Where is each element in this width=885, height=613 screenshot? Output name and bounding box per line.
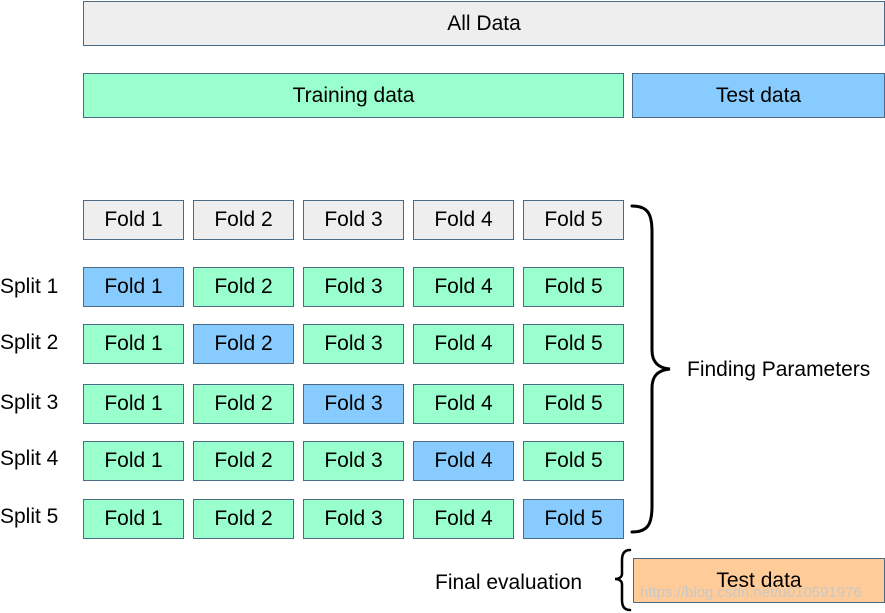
fold-cell: Fold 1 — [83, 441, 184, 481]
fold-label: Fold 5 — [544, 275, 603, 298]
fold-cell: Fold 3 — [303, 324, 404, 364]
final-evaluation-label: Final evaluation — [435, 571, 583, 594]
fold-label: Fold 4 — [434, 449, 493, 472]
fold-header-cell: Fold 3 — [303, 200, 404, 240]
fold-label: Fold 5 — [544, 392, 603, 415]
fold-label: Fold 2 — [214, 275, 273, 298]
fold-cell: Fold 4 — [413, 267, 514, 307]
fold-cell: Fold 3 — [303, 384, 404, 424]
fold-cell: Fold 2 — [193, 324, 294, 364]
fold-cell: Fold 5 — [523, 267, 624, 307]
fold-cell: Fold 4 — [413, 499, 514, 539]
test-data-bar: Test data — [632, 73, 885, 118]
fold-cell: Fold 3 — [303, 441, 404, 481]
fold-label: Fold 1 — [104, 449, 163, 472]
final-test-data-bar: Test data — [633, 558, 885, 603]
fold-label: Fold 3 — [324, 275, 383, 298]
watermark-text: https://blog.csdn.net/u010591976 — [640, 584, 862, 601]
fold-cell: Fold 5 — [523, 499, 624, 539]
fold-label: Fold 1 — [104, 507, 163, 530]
fold-cell: Fold 1 — [83, 499, 184, 539]
fold-header-cell: Fold 1 — [83, 200, 184, 240]
split-label: Split 5 — [0, 505, 59, 528]
fold-label: Fold 3 — [324, 392, 383, 415]
fold-cell: Fold 2 — [193, 499, 294, 539]
fold-cell: Fold 4 — [413, 384, 514, 424]
split-label: Split 4 — [0, 447, 59, 470]
split-label: Split 3 — [0, 391, 59, 414]
fold-label: Fold 5 — [544, 332, 603, 355]
fold-header-cell: Fold 4 — [413, 200, 514, 240]
fold-cell: Fold 3 — [303, 499, 404, 539]
fold-cell: Fold 5 — [523, 324, 624, 364]
fold-label: Fold 4 — [434, 507, 493, 530]
fold-cell: Fold 2 — [193, 267, 294, 307]
fold-label: Fold 1 — [104, 392, 163, 415]
fold-cell: Fold 2 — [193, 441, 294, 481]
fold-header-label: Fold 4 — [434, 208, 493, 231]
fold-cell: Fold 3 — [303, 267, 404, 307]
fold-label: Fold 3 — [324, 449, 383, 472]
fold-header-cell: Fold 2 — [193, 200, 294, 240]
all-data-bar: All Data — [83, 1, 885, 46]
fold-label: Fold 2 — [214, 507, 273, 530]
fold-cell: Fold 5 — [523, 441, 624, 481]
fold-label: Fold 3 — [324, 332, 383, 355]
all-data-label: All Data — [447, 11, 521, 35]
fold-cell: Fold 4 — [413, 441, 514, 481]
fold-header-label: Fold 2 — [214, 208, 273, 231]
test-data-label: Test data — [715, 83, 802, 107]
split-label: Split 2 — [0, 331, 59, 354]
split-label: Split 1 — [0, 275, 59, 298]
training-data-label: Training data — [292, 83, 415, 107]
fold-label: Fold 5 — [544, 507, 603, 530]
finding-parameters-brace — [630, 204, 671, 534]
final-test-data-label: Test data — [716, 568, 802, 592]
fold-label: Fold 1 — [104, 332, 163, 355]
fold-cell: Fold 5 — [523, 384, 624, 424]
fold-label: Fold 2 — [214, 449, 273, 472]
fold-label: Fold 5 — [544, 449, 603, 472]
fold-cell: Fold 1 — [83, 384, 184, 424]
fold-cell: Fold 4 — [413, 324, 514, 364]
fold-label: Fold 4 — [434, 275, 493, 298]
fold-cell: Fold 1 — [83, 324, 184, 364]
fold-cell: Fold 1 — [83, 267, 184, 307]
fold-header-label: Fold 1 — [104, 208, 163, 231]
fold-label: Fold 1 — [104, 275, 163, 298]
fold-label: Fold 2 — [214, 392, 273, 415]
fold-header-label: Fold 5 — [544, 208, 603, 231]
fold-label: Fold 2 — [214, 332, 273, 355]
fold-header-label: Fold 3 — [324, 208, 383, 231]
fold-header-cell: Fold 5 — [523, 200, 624, 240]
fold-label: Fold 4 — [434, 392, 493, 415]
fold-cell: Fold 2 — [193, 384, 294, 424]
fold-label: Fold 3 — [324, 507, 383, 530]
final-evaluation-brace — [614, 548, 632, 612]
fold-label: Fold 4 — [434, 332, 493, 355]
finding-parameters-label: Finding Parameters — [687, 358, 871, 381]
training-data-bar: Training data — [83, 73, 624, 118]
